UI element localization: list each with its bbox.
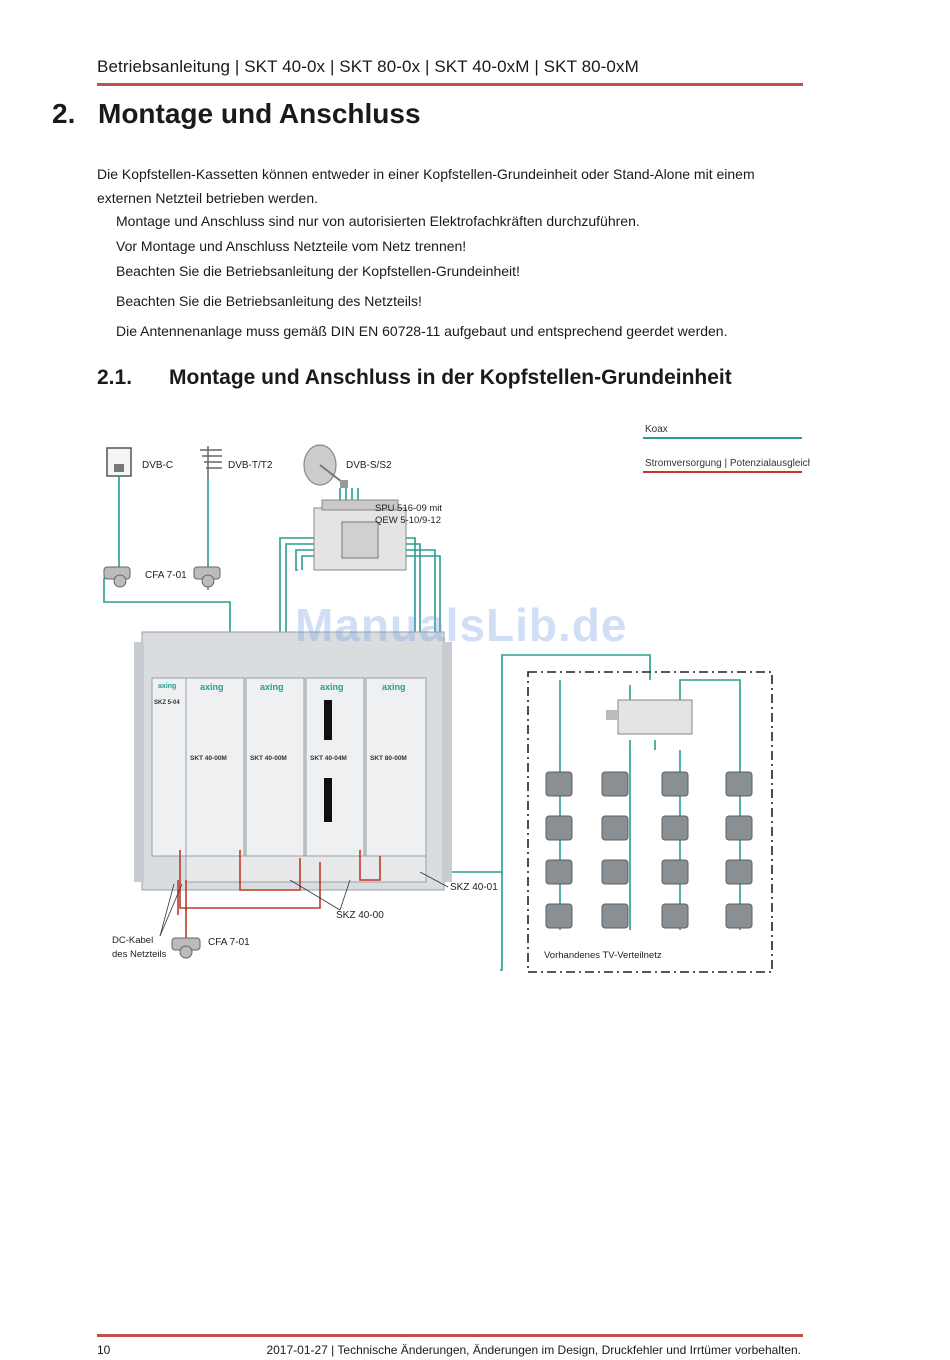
module-skt-40-00m-a: axing SKT 40-00M <box>185 677 245 857</box>
distribution-splitter-icon <box>606 699 693 735</box>
satellite-dish-icon <box>303 444 348 488</box>
dvbc-socket-icon <box>106 447 132 477</box>
module-skt-80-00m: axing SKT 80-00M <box>365 677 427 857</box>
svg-text:SKZ 5-04: SKZ 5-04 <box>154 700 180 706</box>
power-lines <box>177 850 381 958</box>
section-title: Montage und Anschluss <box>98 98 421 129</box>
note-2: Vor Montage und Anschluss Netzteile vom … <box>116 238 467 254</box>
dc-cable-leaders <box>159 883 183 937</box>
legend-coax-label: Koax <box>645 424 668 435</box>
installation-diagram: Koax Stromversorgung | Potenzialausgleic… <box>103 424 810 973</box>
svg-text:axing: axing <box>260 682 284 692</box>
intro-paragraph: Die Kopfstellen-Kassetten können entwede… <box>97 166 755 206</box>
note-3: Beachten Sie die Betriebsanleitung der K… <box>116 263 520 279</box>
network-label: Vorhandenes TV-Verteilnetz <box>544 950 662 961</box>
cfa-clamp-bottom-icon <box>171 937 201 959</box>
svg-text:axing: axing <box>158 683 176 690</box>
page-number: 10 <box>97 1343 111 1357</box>
cfa-bottom-label: CFA 7-01 <box>208 937 250 948</box>
svg-text:axing: axing <box>382 682 406 692</box>
legend-power-label: Stromversorgung | Potenzialausgleich <box>645 458 810 469</box>
module-skz-5-04: axing SKZ 5-04 <box>151 677 187 857</box>
skz-40-01-label: SKZ 40-01 <box>450 882 498 893</box>
skz-40-00-label: SKZ 40-00 <box>336 910 384 921</box>
svg-text:SKT 40-00M: SKT 40-00M <box>250 755 287 762</box>
dc-cable-label-line2: des Netzteils <box>112 949 167 960</box>
terrestrial-antenna-icon <box>200 446 222 480</box>
diagram-legend: Koax Stromversorgung | Potenzialausgleic… <box>643 424 810 473</box>
svg-text:SKT 80-00M: SKT 80-00M <box>370 755 407 762</box>
note-5: Die Antennenanlage muss gemäß DIN EN 607… <box>116 323 728 339</box>
page-header: Betriebsanleitung | SKT 40-0x | SKT 80-0… <box>97 57 803 86</box>
section-number: 2. <box>52 98 76 129</box>
cfa-clamp-top-left-icon <box>103 566 131 588</box>
svg-text:axing: axing <box>320 682 344 692</box>
module-skt-40-04m: axing SKT 40-04M <box>305 677 365 857</box>
svg-text:SKT 40-04M: SKT 40-04M <box>310 755 347 762</box>
svg-text:axing: axing <box>200 682 224 692</box>
note-4: Beachten Sie die Betriebsanleitung des N… <box>116 293 422 309</box>
cfa-top-label: CFA 7-01 <box>145 570 187 581</box>
footer-note: 2017-01-27 | Technische Änderungen, Ände… <box>266 1343 801 1357</box>
svg-text:SKT 40-00M: SKT 40-00M <box>190 755 227 762</box>
header-title: Betriebsanleitung | SKT 40-0x | SKT 80-0… <box>97 57 639 76</box>
page-footer: 10 2017-01-27 | Technische Änderungen, Ä… <box>97 1334 803 1358</box>
note-1: Montage und Anschluss sind nur von autor… <box>116 213 640 229</box>
spu-label-line1: SPU 516-09 mit <box>375 503 442 514</box>
dvbs-label: DVB-S/S2 <box>346 460 392 471</box>
spu-multiswitch <box>313 499 407 571</box>
cfa-clamp-top-right-icon <box>193 566 221 588</box>
module-skt-40-00m-b: axing SKT 40-00M <box>245 677 305 857</box>
base-connector-strip <box>185 855 427 883</box>
tv-outlets <box>545 771 753 929</box>
spu-label-line2: QEW 5-10/9-12 <box>375 515 441 526</box>
dvbt-label: DVB-T/T2 <box>228 460 273 471</box>
subsection-number: 2.1. <box>97 366 133 389</box>
subsection-heading: 2.1. Montage und Anschluss in der Kopfste… <box>97 366 732 390</box>
section-heading: 2. Montage und Anschluss <box>52 98 421 130</box>
dvbc-label: DVB-C <box>142 460 173 471</box>
tv-network-frame <box>527 671 773 973</box>
subsection-title: Montage und Anschluss in der Kopfstellen… <box>169 366 732 389</box>
dc-cable-label-line1: DC-Kabel <box>112 935 153 946</box>
watermark: ManualsLib.de <box>295 599 628 651</box>
